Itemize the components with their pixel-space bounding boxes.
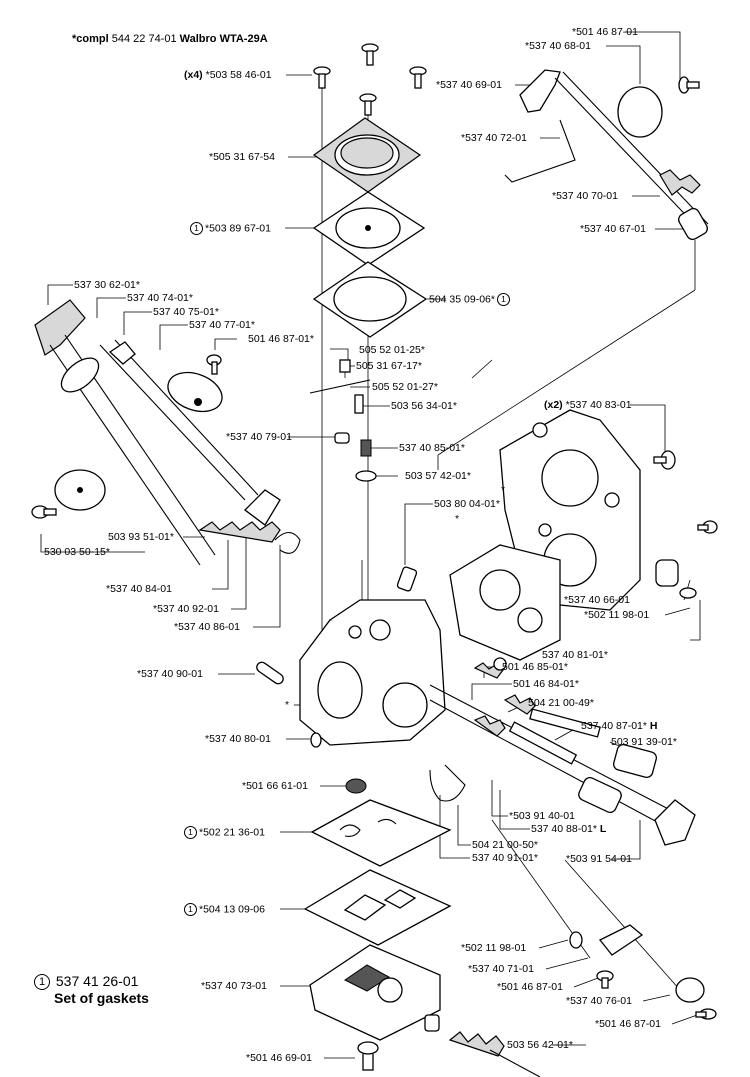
kit-title-prefix: *compl xyxy=(72,33,109,45)
part-label: *537 40 67-01 xyxy=(580,223,646,235)
part-label: 537 40 91-01* xyxy=(472,852,538,864)
part-label: *501 46 87-01 xyxy=(595,1018,661,1030)
gasket-set-legend: 1 537 41 26-01 Set of gaskets xyxy=(34,973,149,1006)
leader-lines xyxy=(40,31,701,1059)
part-label: *537 40 76-01 xyxy=(566,995,632,1007)
quantity-label: (x4) xyxy=(184,69,203,81)
choke-shaft-assembly xyxy=(504,69,709,241)
part-label: 501 46 85-01* xyxy=(502,661,568,673)
legend-number: 537 41 26-01 xyxy=(55,973,139,989)
low-speed-label: L xyxy=(599,823,607,835)
cover-screws xyxy=(313,43,427,116)
part-label: *537 40 80-01 xyxy=(205,733,271,745)
part-label: *537 40 72-01 xyxy=(461,132,527,144)
part-label: *537 40 69-01 xyxy=(436,79,502,91)
pump-diaphragm xyxy=(312,191,426,266)
part-label: *537 40 66-01 xyxy=(564,594,630,606)
part-label: 505 52 01-27* xyxy=(372,381,438,393)
flange-fasteners xyxy=(653,450,718,599)
mixture-needles xyxy=(429,657,696,846)
gasket-mark: 1 xyxy=(184,903,197,916)
gasket-mark: 1 xyxy=(496,293,510,306)
flange-gasket xyxy=(449,544,561,661)
part-label: *503 91 54-01 xyxy=(566,853,632,865)
part-label: 504 21 00-50* xyxy=(472,839,538,851)
kit-title-model: Walbro WTA-29A xyxy=(179,33,268,45)
gasket-mark-circle: 1 xyxy=(34,974,50,991)
part-label: *537 40 83-01 xyxy=(565,399,632,411)
part-label: *537 40 68-01 xyxy=(525,40,591,52)
body-small-parts xyxy=(256,661,466,802)
fuel-pump-parts xyxy=(424,924,717,1077)
part-label: 537 30 62-01* xyxy=(74,279,140,291)
metering-gasket xyxy=(303,869,452,946)
part-label: *501 66 61-01 xyxy=(242,780,308,792)
part-label: 537 40 75-01* xyxy=(153,306,219,318)
part-label: 505 52 01-25* xyxy=(359,344,425,356)
part-label: 501 46 87-01* xyxy=(248,333,314,345)
part-label: *537 40 71-01 xyxy=(468,963,534,975)
part-label: 504 21 00-49* xyxy=(528,697,594,709)
part-label: 537 40 74-01* xyxy=(127,292,193,304)
part-label: 503 80 04-01* xyxy=(434,498,500,510)
legend-text: Set of gaskets xyxy=(54,990,149,1007)
part-label: *501 46 87-01 xyxy=(497,981,563,993)
part-label: *537 40 90-01 xyxy=(137,668,203,680)
throttle-shaft-assembly xyxy=(31,299,301,566)
part-label: 530 03 50-15* xyxy=(44,546,110,558)
part-label: 537 40 85-01* xyxy=(399,442,465,454)
part-label: 537 40 81-01* xyxy=(542,649,608,661)
part-label: 537 40 77-01* xyxy=(189,319,255,331)
metering-cover xyxy=(309,944,441,1071)
quantity-label: (x2) xyxy=(544,399,563,411)
part-label: 503 57 42-01* xyxy=(405,470,471,482)
gasket-mark: 1 xyxy=(184,826,197,839)
part-label: *504 13 09-06 xyxy=(199,903,265,916)
part-label: *503 91 40-01 xyxy=(509,810,575,822)
part-label: *501 46 69-01 xyxy=(246,1052,312,1064)
part-label: 501 46 84-01* xyxy=(513,678,579,690)
gasket-mark: 1 xyxy=(190,222,203,235)
part-label: 505 31 67-17* xyxy=(356,360,422,372)
part-label: 537 40 87-01* xyxy=(581,720,647,732)
part-label: *502 11 98-01 xyxy=(461,942,527,954)
pump-cover xyxy=(312,117,422,193)
part-label: *502 21 36-01 xyxy=(199,826,265,839)
part-label: *503 89 67-01 xyxy=(205,222,271,235)
part-label: *537 40 70-01 xyxy=(552,190,618,202)
part-label: *503 58 46-01 xyxy=(205,69,272,81)
part-label: *502 11 98-01 xyxy=(584,609,650,621)
part-label: *537 40 92-01 xyxy=(153,603,219,615)
part-label: *537 40 73-01 xyxy=(201,980,267,992)
part-label: *537 40 84-01 xyxy=(106,583,172,595)
part-label: 503 56 42-01* xyxy=(507,1039,573,1051)
asterisk-mark: * xyxy=(455,513,460,525)
part-label: *501 46 87-01 xyxy=(572,26,638,38)
asterisk-mark: * xyxy=(501,484,506,496)
part-label: 537 40 88-01* xyxy=(531,823,597,835)
metering-diaphragm xyxy=(310,799,452,867)
kit-title-number: 544 22 74-01 xyxy=(111,33,177,45)
part-label: 503 56 34-01* xyxy=(391,400,457,412)
kit-title: *compl 544 22 74-01 Walbro WTA-29A xyxy=(72,33,268,45)
part-label: 503 93 51-01* xyxy=(108,531,174,543)
part-label: 503 91 39-01* xyxy=(611,736,677,748)
asterisk-mark: * xyxy=(285,699,290,711)
part-label: *537 40 79-01 xyxy=(226,431,292,443)
high-speed-label: H xyxy=(649,720,658,732)
carburetor-body xyxy=(299,566,446,746)
pump-gasket xyxy=(312,261,428,338)
inlet-needle-parts xyxy=(309,359,377,482)
part-label: 504 35 09-06* xyxy=(429,293,495,306)
part-label: *505 31 67-54 xyxy=(209,151,275,163)
part-label: *537 40 86-01 xyxy=(174,621,240,633)
